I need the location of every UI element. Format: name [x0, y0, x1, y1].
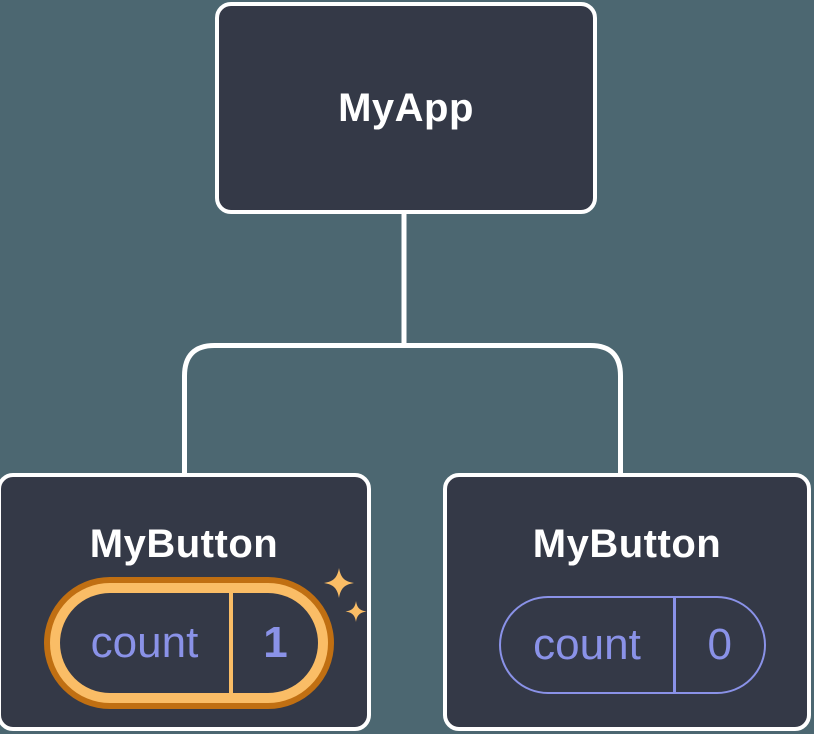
state-key-label: count	[90, 618, 199, 667]
sparkle-small	[345, 601, 367, 622]
tree-node-root: MyApp	[215, 2, 597, 214]
connector-elbow	[182, 343, 623, 474]
state-key-label: count	[533, 620, 641, 669]
state-badge-body: count 1	[60, 593, 318, 693]
state-badge-highlighted: count 1	[44, 577, 334, 709]
left-node-label: MyButton	[89, 522, 279, 566]
state-badge-divider	[673, 598, 676, 692]
right-node-label: MyButton	[532, 522, 722, 566]
state-badge-divider	[229, 593, 233, 693]
tree-node-mybutton-left: MyButton count 1	[0, 473, 371, 731]
root-node-label: MyApp	[338, 85, 474, 130]
state-badge-plain: count 0	[499, 596, 766, 694]
state-value: 0	[707, 620, 732, 669]
sparkle-icon	[324, 568, 367, 622]
state-badge-ring: count 1	[50, 583, 328, 703]
sparkle-large	[324, 568, 354, 598]
state-value: 1	[263, 618, 288, 667]
tree-node-mybutton-right: MyButton count 0	[443, 473, 811, 731]
